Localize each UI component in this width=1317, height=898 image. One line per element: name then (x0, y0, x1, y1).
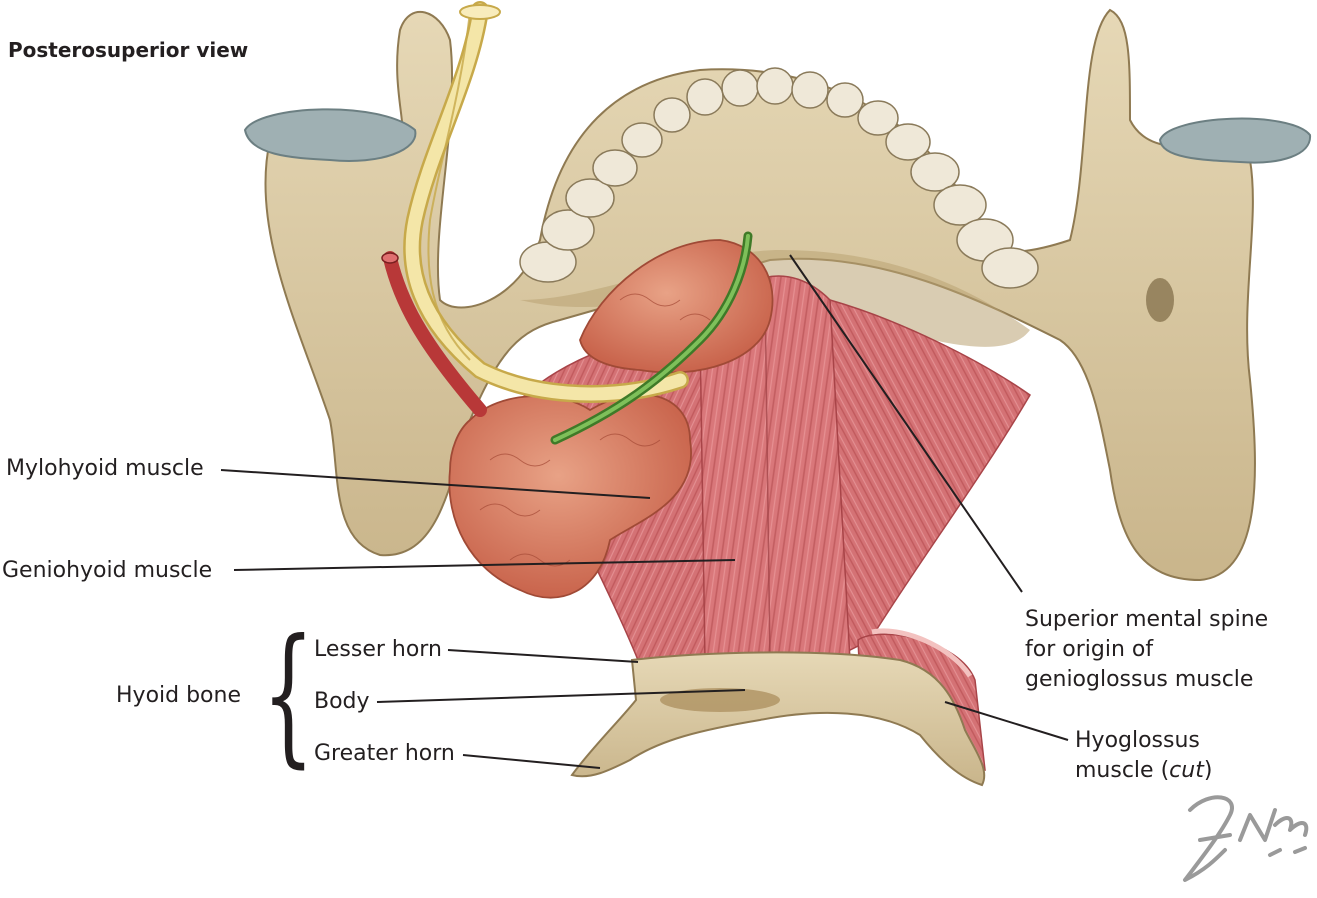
label-lesser-horn: Lesser horn (314, 637, 442, 662)
leader-mental-spine (789, 254, 1023, 593)
hyoglossus-line1: Hyoglossus (1075, 728, 1200, 753)
mental-spine-line2: for origin of (1025, 637, 1154, 662)
mental-spine-line3: genioglossus muscle (1025, 667, 1254, 692)
label-greater-horn: Greater horn (314, 741, 455, 766)
view-label: Posterosuperior view (8, 38, 249, 62)
label-geniohyoid-muscle: Geniohyoid muscle (2, 558, 213, 583)
leader-body (376, 689, 746, 703)
teeth (519, 67, 1039, 289)
lingual-nerve (403, 1, 689, 403)
hyoid-brace: { (262, 608, 315, 782)
leader-lines (220, 254, 1069, 769)
mylohyoid-right (829, 299, 1031, 662)
hyoglossus-line2: muscle (cut) (1075, 756, 1212, 786)
leader-greater-horn (462, 754, 601, 769)
leader-lesser-horn (447, 649, 639, 663)
mental-spine-line1: Superior mental spine (1025, 607, 1269, 632)
hyoglossus-line2-prefix: muscle ( (1075, 758, 1170, 783)
left-condyle-cartilage (243, 108, 417, 162)
leader-mylohyoid (220, 469, 651, 499)
label-superior-mental-spine: Superior mental spine for origin of geni… (1025, 605, 1268, 695)
leader-geniohyoid (233, 559, 736, 571)
facial-artery (383, 251, 487, 417)
hyoglossus-line2-italic: cut (1169, 758, 1204, 783)
label-body: Body (314, 689, 370, 714)
hyoid-bone-shape (570, 651, 986, 787)
leader-hyoglossus (944, 701, 1069, 741)
geniohyoid-muscle (699, 275, 851, 663)
label-mylohyoid-muscle: Mylohyoid muscle (6, 456, 204, 481)
label-hyoid-bone: Hyoid bone (116, 683, 241, 708)
artist-signature (1183, 795, 1309, 882)
hyoglossus-line2-suffix: ) (1203, 758, 1213, 783)
right-condyle-cartilage (1158, 117, 1312, 164)
label-hyoglossus-muscle: Hyoglossus muscle (cut) (1075, 726, 1212, 786)
submandibular-gland (448, 239, 774, 599)
